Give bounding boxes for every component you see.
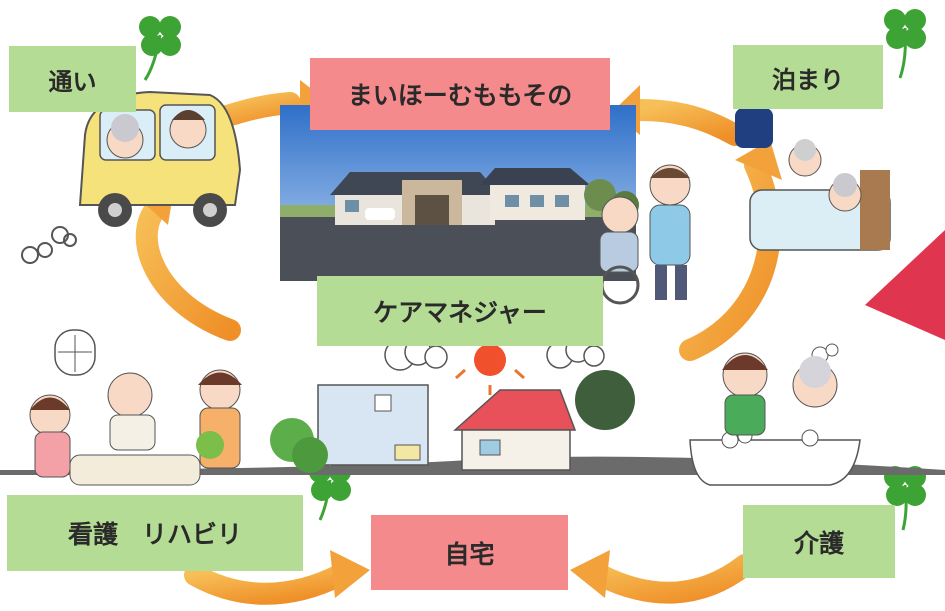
node-rehab: リハビリ (142, 520, 243, 549)
clover-icon (884, 9, 926, 79)
arrow-kaigo-to-jitaku (589, 554, 756, 604)
bath-care-illustration (689, 343, 861, 486)
clover-icon (139, 16, 181, 81)
node-kango: 看護 (67, 520, 118, 549)
node-care-manager: ケアマネジャー (317, 276, 603, 346)
arrow-tomari-to-facility (629, 99, 746, 146)
arrowhead-tomari (735, 140, 782, 180)
node-tomari: 泊まり (733, 45, 883, 109)
nurse-rehab-illustration (29, 329, 242, 486)
arrowhead-jitaku-right (570, 550, 610, 598)
arrowhead-jitaku-left (330, 550, 370, 598)
arrow-left-arc (135, 194, 241, 341)
node-kaigo: 介護 (743, 505, 895, 578)
facility-photo (280, 105, 639, 281)
node-nursing-rehab: 看護 リハビリ (7, 495, 303, 571)
overnight-bed-illustration (735, 108, 891, 251)
node-kayoi: 通い (9, 46, 136, 112)
arrow-kango-to-jitaku (184, 564, 351, 605)
red-pointer-shape (865, 230, 945, 340)
node-jitaku: 自宅 (371, 515, 568, 590)
wheelchair-caregiver-illustration (599, 164, 691, 305)
car-illustration (21, 90, 242, 264)
node-facility: まいほーむももその (310, 58, 610, 130)
